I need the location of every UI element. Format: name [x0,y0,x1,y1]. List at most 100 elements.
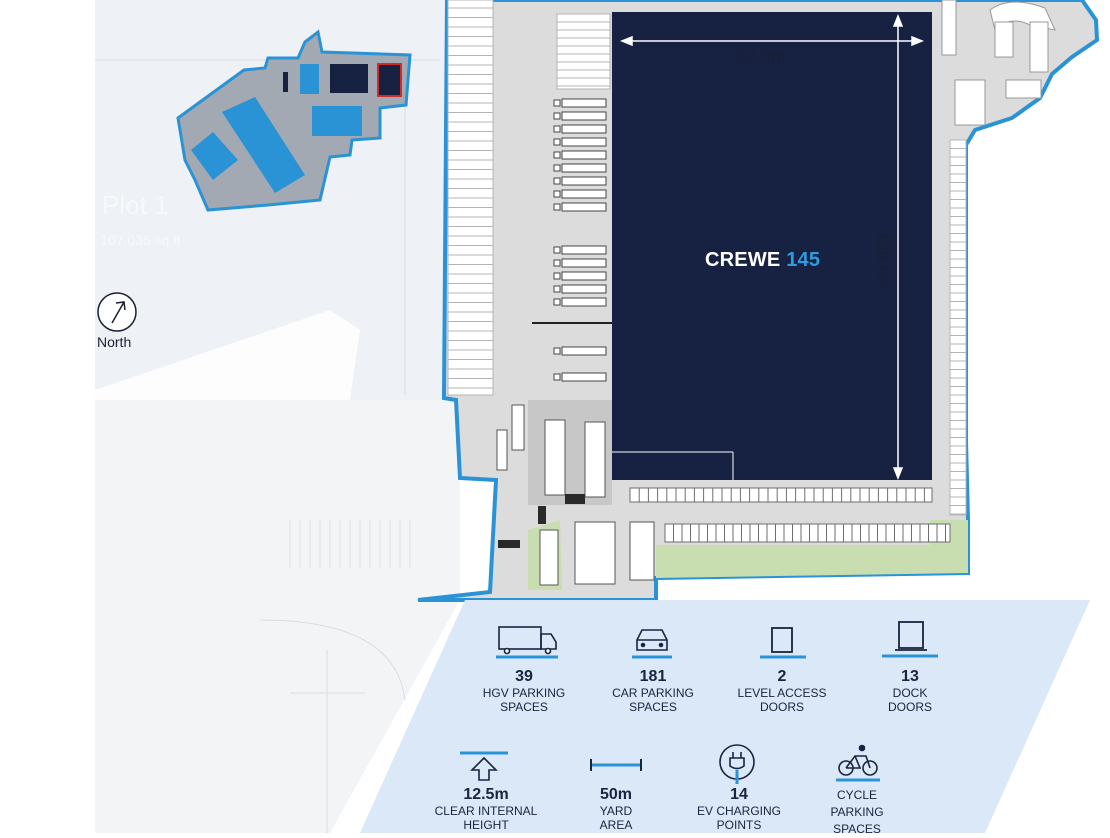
hgv-cab [553,373,561,381]
background-fade [95,310,360,400]
hgv-trailer [561,284,607,294]
hgv-cab [553,203,561,211]
stat-ev-value: 14 [730,786,748,803]
hgv-trailer [561,245,607,255]
dock-door-row [629,487,933,503]
inset-building-small [191,132,238,180]
hgv-trailer [561,150,607,160]
hgv-trailer [561,111,607,121]
north-label: North [97,334,132,350]
background-parking-lines [289,520,411,568]
hgv-cab [553,164,561,172]
hgv-trailer [561,163,607,173]
stat-hgv-caption-1: HGV PARKING [482,686,566,700]
north-compass-icon [97,292,137,332]
level-access-door-icon [760,627,806,659]
stat-cycle-caption-1: CYCLE [836,788,877,802]
ev-charger-icon [719,744,755,784]
hgv-cab [553,99,561,107]
hgv-trailer [561,202,607,212]
hgv-trailer [561,137,607,147]
stat-level-access-value: 2 [777,668,787,685]
dock-door-strip [629,487,933,503]
stat-car: 181 CAR PARKING SPACES [593,668,713,714]
stat-hgv: 39 HGV PARKING SPACES [464,668,584,714]
stat-cycle-caption-2: PARKING [830,805,884,819]
hgv-cab [553,246,561,254]
inset-site-map [176,29,412,212]
parking-bay-upper-mid [556,13,611,90]
dimension-lines [619,13,925,481]
stat-ev: 14 EV CHARGING POINTS [679,786,799,832]
hgv-trailer [561,271,607,281]
stat-yard-caption-1: YARD [599,804,633,818]
hgv-trailer [561,372,607,382]
stat-height-caption-2: HEIGHT [463,818,509,832]
car-icon [632,629,672,659]
hgv-cab [553,285,561,293]
parking-bay-upper-lines [557,21,610,87]
stat-ev-caption-2: POINTS [716,818,762,832]
hgv-cab [553,347,561,355]
hgv-cab [553,112,561,120]
bicycle-icon [836,744,880,782]
stat-car-caption-2: SPACES [629,700,677,714]
stat-height-caption-1: CLEAR INTERNAL [434,804,538,818]
stat-cycle-caption-3: SPACES [833,822,881,836]
background-plot-title: Plot 1 [102,190,169,220]
stat-car-caption-1: CAR PARKING [612,686,694,700]
stat-hgv-caption-2: SPACES [500,700,548,714]
stat-yard-value: 50m [599,786,633,803]
stat-cycle: CYCLE PARKING SPACES [797,788,917,836]
truck-icon [496,626,558,659]
hgv-trailer [561,176,607,186]
stat-yard: 50m YARD AREA [556,786,676,832]
hgv-trailer [561,189,607,199]
building-number: 145 [786,249,821,271]
parking-bay-left-lines [448,7,493,389]
dock-door-icon [882,621,938,658]
hgv-cab [553,272,561,280]
hgv-cab [553,138,561,146]
clear-height-icon [460,751,508,781]
stat-ev-caption-1: EV CHARGING [696,804,781,818]
width-dimension-label: 92.0m [736,46,787,66]
hgv-trailer [561,124,607,134]
stat-dock: 13 DOCK DOORS [850,668,970,714]
inset-building-main [222,97,305,193]
background-context-lower [95,400,460,833]
hgv-cab [553,259,561,267]
depth-dimension-label: 138.6m [872,230,893,291]
warehouse-building [612,12,932,480]
stat-height: 12.5m CLEAR INTERNAL HEIGHT [426,786,546,832]
background-plot-area: 107,035 sq ft [100,232,181,248]
stat-height-value: 12.5m [463,786,509,803]
hgv-cab [553,298,561,306]
hgv-cab [553,125,561,133]
inset-highlight-crewe145 [377,63,402,97]
hgv-trailer [561,346,607,356]
hgv-trailer-bays [532,98,612,382]
stat-dock-caption-2: DOORS [887,700,932,714]
stat-car-value: 181 [639,668,667,685]
building-title: CREWE 145 [705,249,820,272]
stat-yard-caption-2: AREA [599,818,633,832]
building-name: CREWE [705,249,781,271]
parking-top-right [941,0,1056,126]
stat-dock-caption-1: DOCK [892,686,928,700]
car-parking-block [496,404,655,586]
hgv-trailer [561,297,607,307]
stat-hgv-value: 39 [515,668,533,685]
stat-level-access-caption-1: LEVEL ACCESS [737,686,827,700]
hgv-cab [553,190,561,198]
stat-level-access: 2 LEVEL ACCESS DOORS [722,668,842,714]
stat-level-access-caption-2: DOORS [759,700,804,714]
landscape-strip-right [656,520,968,578]
hgv-trailer [561,98,607,108]
hgv-cab [553,151,561,159]
hgv-cab [553,177,561,185]
yard-depth-icon [590,759,642,771]
hgv-trailer [561,258,607,268]
